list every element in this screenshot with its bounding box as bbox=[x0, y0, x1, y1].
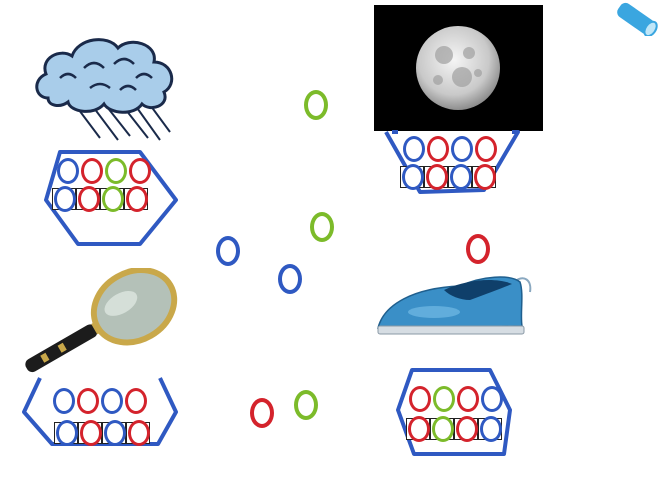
sound-marker-vowel[interactable] bbox=[81, 158, 103, 184]
sound-marker-vowel[interactable] bbox=[125, 388, 147, 414]
house-outline-magnifier bbox=[22, 377, 178, 446]
loose-marker-vowel[interactable] bbox=[466, 234, 490, 264]
sound-cell[interactable] bbox=[406, 416, 430, 442]
sound-marker-consonant-hard[interactable] bbox=[480, 416, 502, 442]
sound-marker-vowel[interactable] bbox=[426, 164, 448, 190]
sound-cell[interactable] bbox=[480, 386, 504, 412]
sound-marker-consonant-hard[interactable] bbox=[481, 386, 503, 412]
sound-cell[interactable] bbox=[78, 420, 102, 446]
chalk-icon[interactable] bbox=[610, 0, 660, 36]
sound-marker-consonant-hard[interactable] bbox=[53, 388, 75, 414]
sound-cell[interactable] bbox=[472, 164, 496, 190]
loose-marker-consonant-soft[interactable] bbox=[294, 390, 318, 420]
sound-scheme-bottom-row bbox=[400, 164, 496, 190]
loose-marker-vowel[interactable] bbox=[250, 398, 274, 428]
sound-cell[interactable] bbox=[478, 416, 502, 442]
sound-cell[interactable] bbox=[426, 136, 450, 162]
sound-marker-vowel[interactable] bbox=[129, 158, 151, 184]
sound-cell[interactable] bbox=[454, 416, 478, 442]
house-outline-cloud bbox=[44, 150, 178, 246]
sound-marker-consonant-hard[interactable] bbox=[101, 388, 123, 414]
sound-scheme-top-row bbox=[408, 386, 504, 412]
sound-cell[interactable] bbox=[124, 186, 148, 212]
loose-marker-consonant-soft[interactable] bbox=[310, 212, 334, 242]
sound-cell[interactable] bbox=[100, 186, 124, 212]
sound-marker-vowel[interactable] bbox=[128, 420, 150, 446]
house-outline-iron bbox=[396, 368, 512, 456]
sound-scheme-bottom-row bbox=[54, 420, 150, 446]
rain-cloud-icon bbox=[35, 38, 174, 141]
sound-cell[interactable] bbox=[424, 164, 448, 190]
sound-cell[interactable] bbox=[126, 420, 150, 446]
sound-cell[interactable] bbox=[80, 158, 104, 184]
sound-scheme-bottom-row bbox=[406, 416, 502, 442]
sound-marker-consonant-hard[interactable] bbox=[450, 164, 472, 190]
sound-marker-consonant-soft[interactable] bbox=[105, 158, 127, 184]
cloud-shape bbox=[35, 38, 174, 114]
sound-scheme-top-row bbox=[402, 136, 498, 162]
sound-marker-vowel[interactable] bbox=[475, 136, 497, 162]
sound-marker-vowel[interactable] bbox=[80, 420, 102, 446]
sound-cell[interactable] bbox=[408, 386, 432, 412]
glass-lens bbox=[90, 268, 178, 346]
sound-cell[interactable] bbox=[124, 388, 148, 414]
sound-cell[interactable] bbox=[102, 420, 126, 446]
sound-marker-consonant-hard[interactable] bbox=[56, 420, 78, 446]
sound-cell[interactable] bbox=[76, 186, 100, 212]
sound-cell[interactable] bbox=[52, 186, 76, 212]
sound-marker-vowel[interactable] bbox=[126, 186, 148, 212]
sound-marker-consonant-hard[interactable] bbox=[104, 420, 126, 446]
sound-marker-vowel[interactable] bbox=[409, 386, 431, 412]
sound-marker-consonant-soft[interactable] bbox=[432, 416, 454, 442]
sound-marker-vowel[interactable] bbox=[77, 388, 99, 414]
sound-marker-consonant-hard[interactable] bbox=[57, 158, 79, 184]
sound-cell[interactable] bbox=[76, 388, 100, 414]
sound-cell[interactable] bbox=[104, 158, 128, 184]
sound-marker-vowel[interactable] bbox=[474, 164, 496, 190]
sound-cell[interactable] bbox=[100, 388, 124, 414]
sound-marker-vowel[interactable] bbox=[408, 416, 430, 442]
sound-cell[interactable] bbox=[56, 158, 80, 184]
sound-cell[interactable] bbox=[54, 420, 78, 446]
sound-marker-vowel[interactable] bbox=[427, 136, 449, 162]
sound-scheme-top-row bbox=[52, 388, 148, 414]
sound-cell[interactable] bbox=[400, 164, 424, 190]
sound-marker-vowel[interactable] bbox=[457, 386, 479, 412]
sound-cell[interactable] bbox=[128, 158, 152, 184]
sound-scheme-top-row bbox=[56, 158, 152, 184]
steam-iron-icon bbox=[377, 276, 532, 335]
iron-soleplate bbox=[377, 325, 525, 335]
loose-marker-consonant-hard[interactable] bbox=[278, 264, 302, 294]
sound-cell[interactable] bbox=[402, 136, 426, 162]
sound-cell[interactable] bbox=[448, 164, 472, 190]
sound-marker-vowel[interactable] bbox=[78, 186, 100, 212]
magnifying-glass-icon bbox=[25, 268, 178, 373]
sound-marker-consonant-hard[interactable] bbox=[402, 164, 424, 190]
sound-marker-consonant-soft[interactable] bbox=[433, 386, 455, 412]
sound-marker-consonant-soft[interactable] bbox=[102, 186, 124, 212]
sound-cell[interactable] bbox=[450, 136, 474, 162]
sound-cell[interactable] bbox=[430, 416, 454, 442]
sound-marker-consonant-hard[interactable] bbox=[403, 136, 425, 162]
sound-marker-consonant-hard[interactable] bbox=[451, 136, 473, 162]
sound-cell[interactable] bbox=[52, 388, 76, 414]
sound-cell[interactable] bbox=[456, 386, 480, 412]
loose-marker-consonant-soft[interactable] bbox=[304, 90, 328, 120]
sound-cell[interactable] bbox=[432, 386, 456, 412]
full-moon-icon bbox=[374, 5, 543, 131]
sound-scheme-bottom-row bbox=[52, 186, 148, 212]
sound-marker-consonant-hard[interactable] bbox=[54, 186, 76, 212]
sound-cell[interactable] bbox=[474, 136, 498, 162]
loose-marker-consonant-hard[interactable] bbox=[216, 236, 240, 266]
sound-marker-vowel[interactable] bbox=[456, 416, 478, 442]
